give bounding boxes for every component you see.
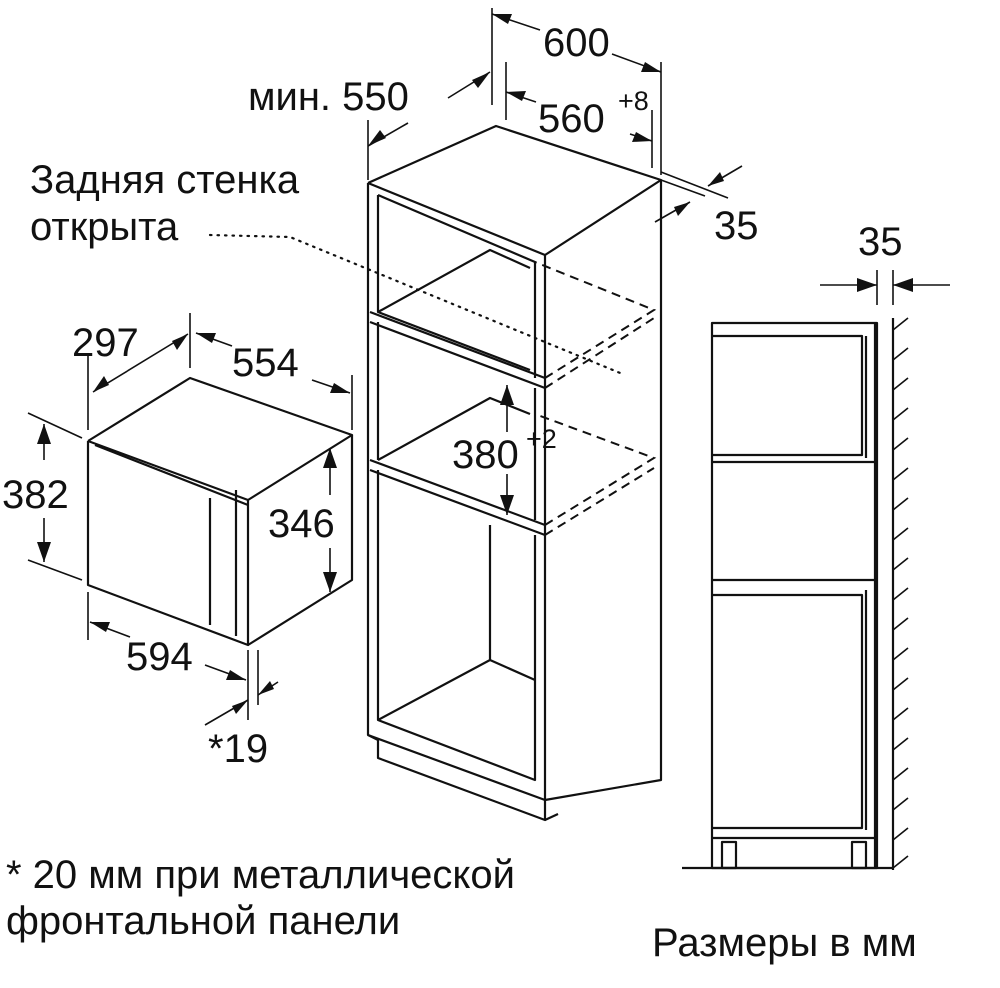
shelf-1-front-lower (369, 320, 546, 390)
back-wall-leader (208, 233, 627, 377)
cabinet-plinth (367, 734, 547, 822)
shelf-2-dashed (534, 413, 657, 526)
side-view: 35 (682, 220, 950, 870)
shelf-2-front (369, 458, 546, 527)
dim-600-label: 600 (543, 21, 610, 65)
dim-382-label: 382 (2, 473, 69, 517)
upper-opening-top (377, 193, 537, 378)
dim-35-ext-top (660, 171, 729, 199)
cabinet-top (367, 124, 663, 256)
arrow-35-bottom (674, 202, 690, 216)
arrow-297-right (172, 334, 188, 350)
dim-550-label: мин. 550 (248, 75, 409, 119)
lower-compartment-back (377, 525, 492, 721)
lower-compartment-floor (489, 658, 536, 682)
arrow-560-right (632, 132, 652, 142)
back-wall-label-line1: Задняя стенка (30, 158, 300, 202)
plinth-corner (544, 813, 559, 821)
arrow-594-right (226, 670, 246, 680)
dim-560-tolerance: +8 (618, 86, 649, 116)
dim-380-label-bg (452, 432, 524, 474)
microwave-panel-edge (94, 443, 249, 507)
lower-compartment-front (376, 470, 537, 782)
arrow-550-top (472, 72, 490, 88)
arrow-19-right (258, 681, 274, 695)
arrow-382-top (37, 424, 51, 444)
arrow-554-right (330, 383, 350, 393)
arrow-550-bottom (368, 130, 386, 146)
dim-380-label: 380 (452, 433, 519, 477)
dim-19-label: *19 (208, 727, 268, 771)
upper-opening-back (377, 248, 531, 313)
dim-346-label: 346 (268, 502, 335, 546)
microwave-dimensions: 297 554 382 346 594 (2, 313, 353, 771)
arrow-554-left (196, 333, 216, 343)
arrow-35-side-left (857, 278, 877, 292)
shelf-2-front-lower (369, 468, 546, 537)
niche-back (377, 396, 531, 461)
side-foot-right (850, 840, 868, 870)
dim-297-line (92, 333, 189, 393)
microwave-side (247, 435, 354, 646)
dim-380-tolerance: +2 (526, 424, 557, 454)
side-foot-left (720, 840, 738, 870)
back-wall-label-line2: открыта (30, 205, 179, 249)
tall-cabinet (208, 124, 663, 822)
shelf-1-dashed-lower (544, 317, 655, 389)
arrow-600-left (492, 14, 512, 24)
dim-382-ext-top (27, 412, 83, 439)
microwave-top (87, 376, 354, 501)
side-upper-opening (712, 334, 864, 457)
dim-382-ext-bottom (27, 559, 83, 581)
dim-554-label: 554 (232, 341, 299, 385)
arrow-560-left (506, 91, 526, 101)
arrow-594-left (90, 622, 110, 632)
side-lower-opening (712, 593, 864, 830)
microwave-oven (86, 376, 354, 647)
dim-35-side-label: 35 (858, 220, 903, 264)
dim-594-label: 594 (126, 635, 193, 679)
arrow-19-left (232, 700, 248, 714)
shelf-1-front (369, 310, 546, 380)
dim-35-ext-bottom (660, 179, 706, 197)
arrow-600-right (641, 62, 661, 72)
arrow-346-bottom (323, 572, 337, 592)
arrow-35-side-right (893, 278, 913, 292)
arrow-380-top (500, 385, 514, 405)
cabinet-right-side (544, 180, 663, 802)
arrow-35-top (708, 172, 724, 186)
dim-35-label: 35 (714, 204, 759, 248)
arrow-382-bottom (37, 542, 51, 562)
footnote-line1: * 20 мм при металлической (6, 853, 515, 897)
shelf-2-dashed-lower (544, 467, 655, 536)
footnote-line2: фронтальной панели (6, 899, 400, 943)
shelf-1-dashed (534, 261, 657, 379)
dim-297-label: 297 (72, 321, 139, 365)
arrow-380-bottom (500, 495, 514, 515)
cabinet-dimensions: 600 560 +8 мин. 550 35 380 +2 (248, 8, 759, 515)
wall-hatching (892, 317, 909, 869)
units-note: Размеры в мм (652, 921, 917, 965)
dim-560-label: 560 (538, 97, 605, 141)
arrow-346-top (323, 448, 337, 468)
microwave-front (86, 439, 250, 647)
arrow-297-left (93, 376, 109, 392)
